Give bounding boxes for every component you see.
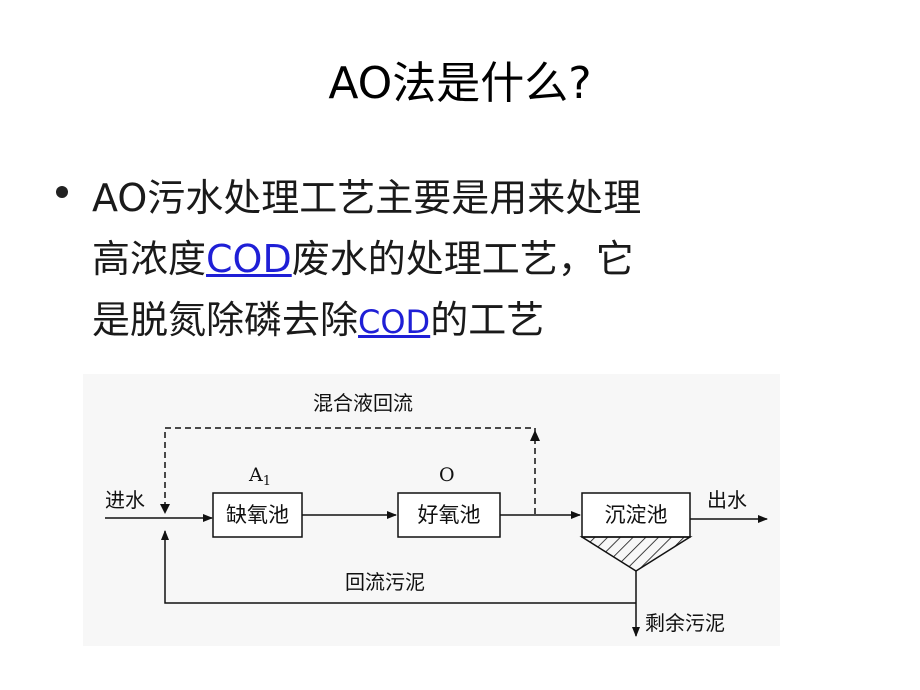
aerobic-tank-box xyxy=(397,492,501,538)
bullet-line-3: 是脱氮除磷去除COD的工艺 xyxy=(92,290,856,353)
bullet-line-2-before: 高浓度 xyxy=(92,237,207,281)
o-label: O xyxy=(439,464,455,486)
return-sludge-label: 回流污泥 xyxy=(345,570,425,594)
mixed-liquor-return-arrowhead-icon xyxy=(160,504,170,514)
ao-process-diagram: 混合液回流 进水 A1 缺氧池 O 好氧池 沉淀池 出水 回流污泥 剩余污泥 xyxy=(83,374,780,646)
bullet-item: AO污水处理工艺主要是用来处理 高浓度COD废水的处理工艺，它 是脱氮除磷去除C… xyxy=(56,168,856,353)
bullet-dot-icon xyxy=(56,186,68,198)
bullet-line-2-after: 废水的处理工艺，它 xyxy=(291,237,634,281)
slide-title: AO法是什么? xyxy=(328,58,592,109)
aerobic-tank-label: 好氧池 xyxy=(418,503,481,527)
bullet-line-3-after: 的工艺 xyxy=(430,298,545,342)
bullet-line-2: 高浓度COD废水的处理工艺，它 xyxy=(92,229,856,290)
bullet-line-3-before: 是脱氮除磷去除 xyxy=(92,298,359,342)
sedimentation-tank-label: 沉淀池 xyxy=(605,503,668,527)
inflow-label: 进水 xyxy=(105,488,145,512)
mixed-liquor-return-line xyxy=(164,427,536,514)
bullet-line-1: AO污水处理工艺主要是用来处理 xyxy=(92,176,642,220)
cod-link-1[interactable]: COD xyxy=(206,237,292,281)
sludge-hopper xyxy=(579,536,693,572)
bullet-text: AO污水处理工艺主要是用来处理 高浓度COD废水的处理工艺，它 是脱氮除磷去除C… xyxy=(92,168,856,353)
ao-process-diagram-svg: 混合液回流 进水 A1 缺氧池 O 好氧池 沉淀池 出水 回流污泥 剩余污泥 xyxy=(105,391,768,637)
outflow-label: 出水 xyxy=(707,488,747,512)
anoxic-tank-label: 缺氧池 xyxy=(226,503,289,527)
mixed-liquor-up-arrowhead-icon xyxy=(530,430,540,441)
cod-link-2[interactable]: COD xyxy=(358,303,431,341)
mixed-liquor-return-label: 混合液回流 xyxy=(313,391,413,415)
sedimentation-tank-box xyxy=(581,492,691,538)
return-sludge-line xyxy=(161,530,636,604)
excess-sludge-label: 剩余污泥 xyxy=(645,611,725,635)
a1-label: A1 xyxy=(248,464,271,489)
